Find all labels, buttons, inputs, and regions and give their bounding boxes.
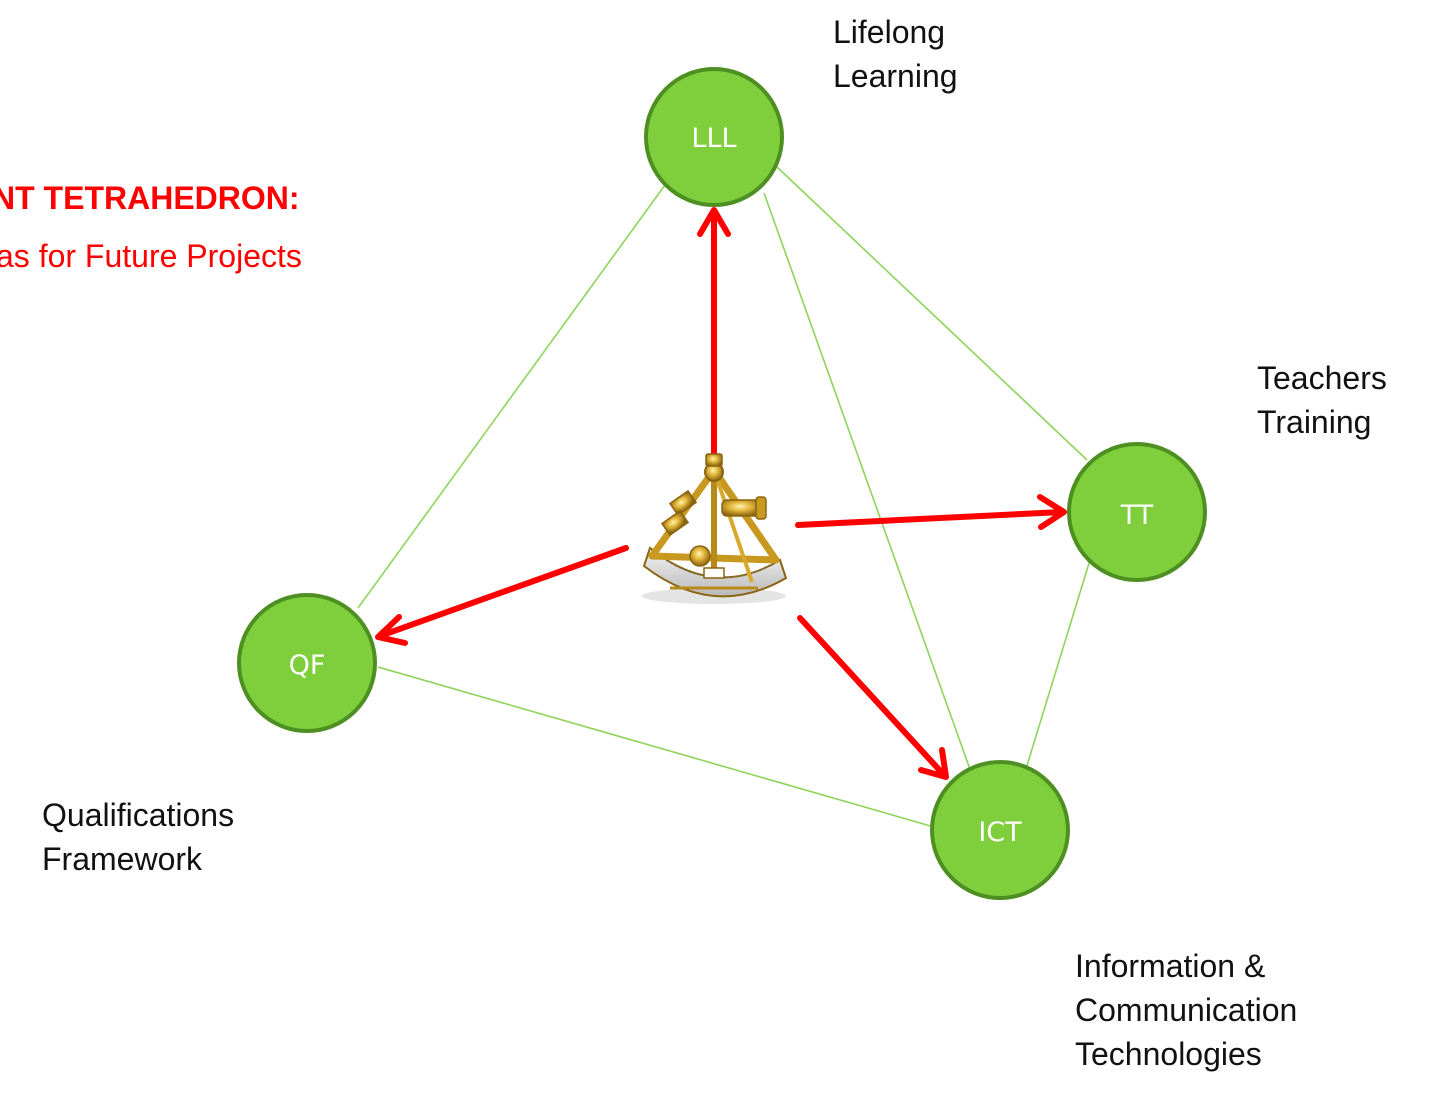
edge-lll-qf — [357, 184, 666, 609]
node-qf-label-line: Qualifications — [42, 797, 235, 833]
direction-arrows — [375, 207, 1067, 780]
node-tt-label-line: Teachers — [1257, 360, 1387, 396]
edge-lll-ict — [763, 192, 977, 787]
node-ict-label-line: Information & — [1075, 948, 1266, 984]
edge-lll-tt — [776, 166, 1088, 461]
edge-qf-ict — [377, 666, 935, 828]
node-lll-label: Lifelong Learning — [833, 10, 958, 98]
node-ict-label-line: Technologies — [1075, 1036, 1262, 1072]
node-ict-label-line: Communication — [1075, 992, 1298, 1028]
diagram-subtitle: as for Future Projects — [0, 238, 302, 274]
node-tt-label: Teachers Training — [1257, 356, 1387, 444]
node-qf-abbr: QF — [289, 650, 326, 681]
node-qf-label-line: Framework — [42, 841, 203, 877]
node-qf-label: Qualifications Framework — [42, 793, 234, 881]
node-ict-abbr: ICT — [978, 817, 1022, 848]
diagram-title: NT TETRAHEDRON: — [0, 180, 300, 216]
node-lll: LLL — [644, 67, 784, 207]
node-tt-label-line: Training — [1257, 404, 1372, 440]
node-tt-abbr: TT — [1120, 500, 1154, 531]
arrow-to-lll — [697, 207, 731, 456]
arrow-to-qf — [375, 545, 629, 646]
sextant-icon — [642, 453, 788, 604]
tetrahedron-edges — [357, 166, 1091, 828]
node-qf: QF — [237, 593, 377, 733]
edge-tt-ict — [1024, 559, 1091, 773]
node-lll-label-line: Lifelong — [833, 14, 946, 50]
node-ict: ICT — [930, 760, 1070, 900]
node-lll-label-line: Learning — [833, 58, 958, 94]
node-ict-label: Information & Communication Technologies — [1075, 944, 1297, 1076]
node-lll-abbr: LLL — [691, 123, 736, 154]
node-tt: TT — [1067, 442, 1207, 582]
arrow-to-ict — [797, 615, 949, 780]
arrow-to-tt — [795, 494, 1067, 530]
